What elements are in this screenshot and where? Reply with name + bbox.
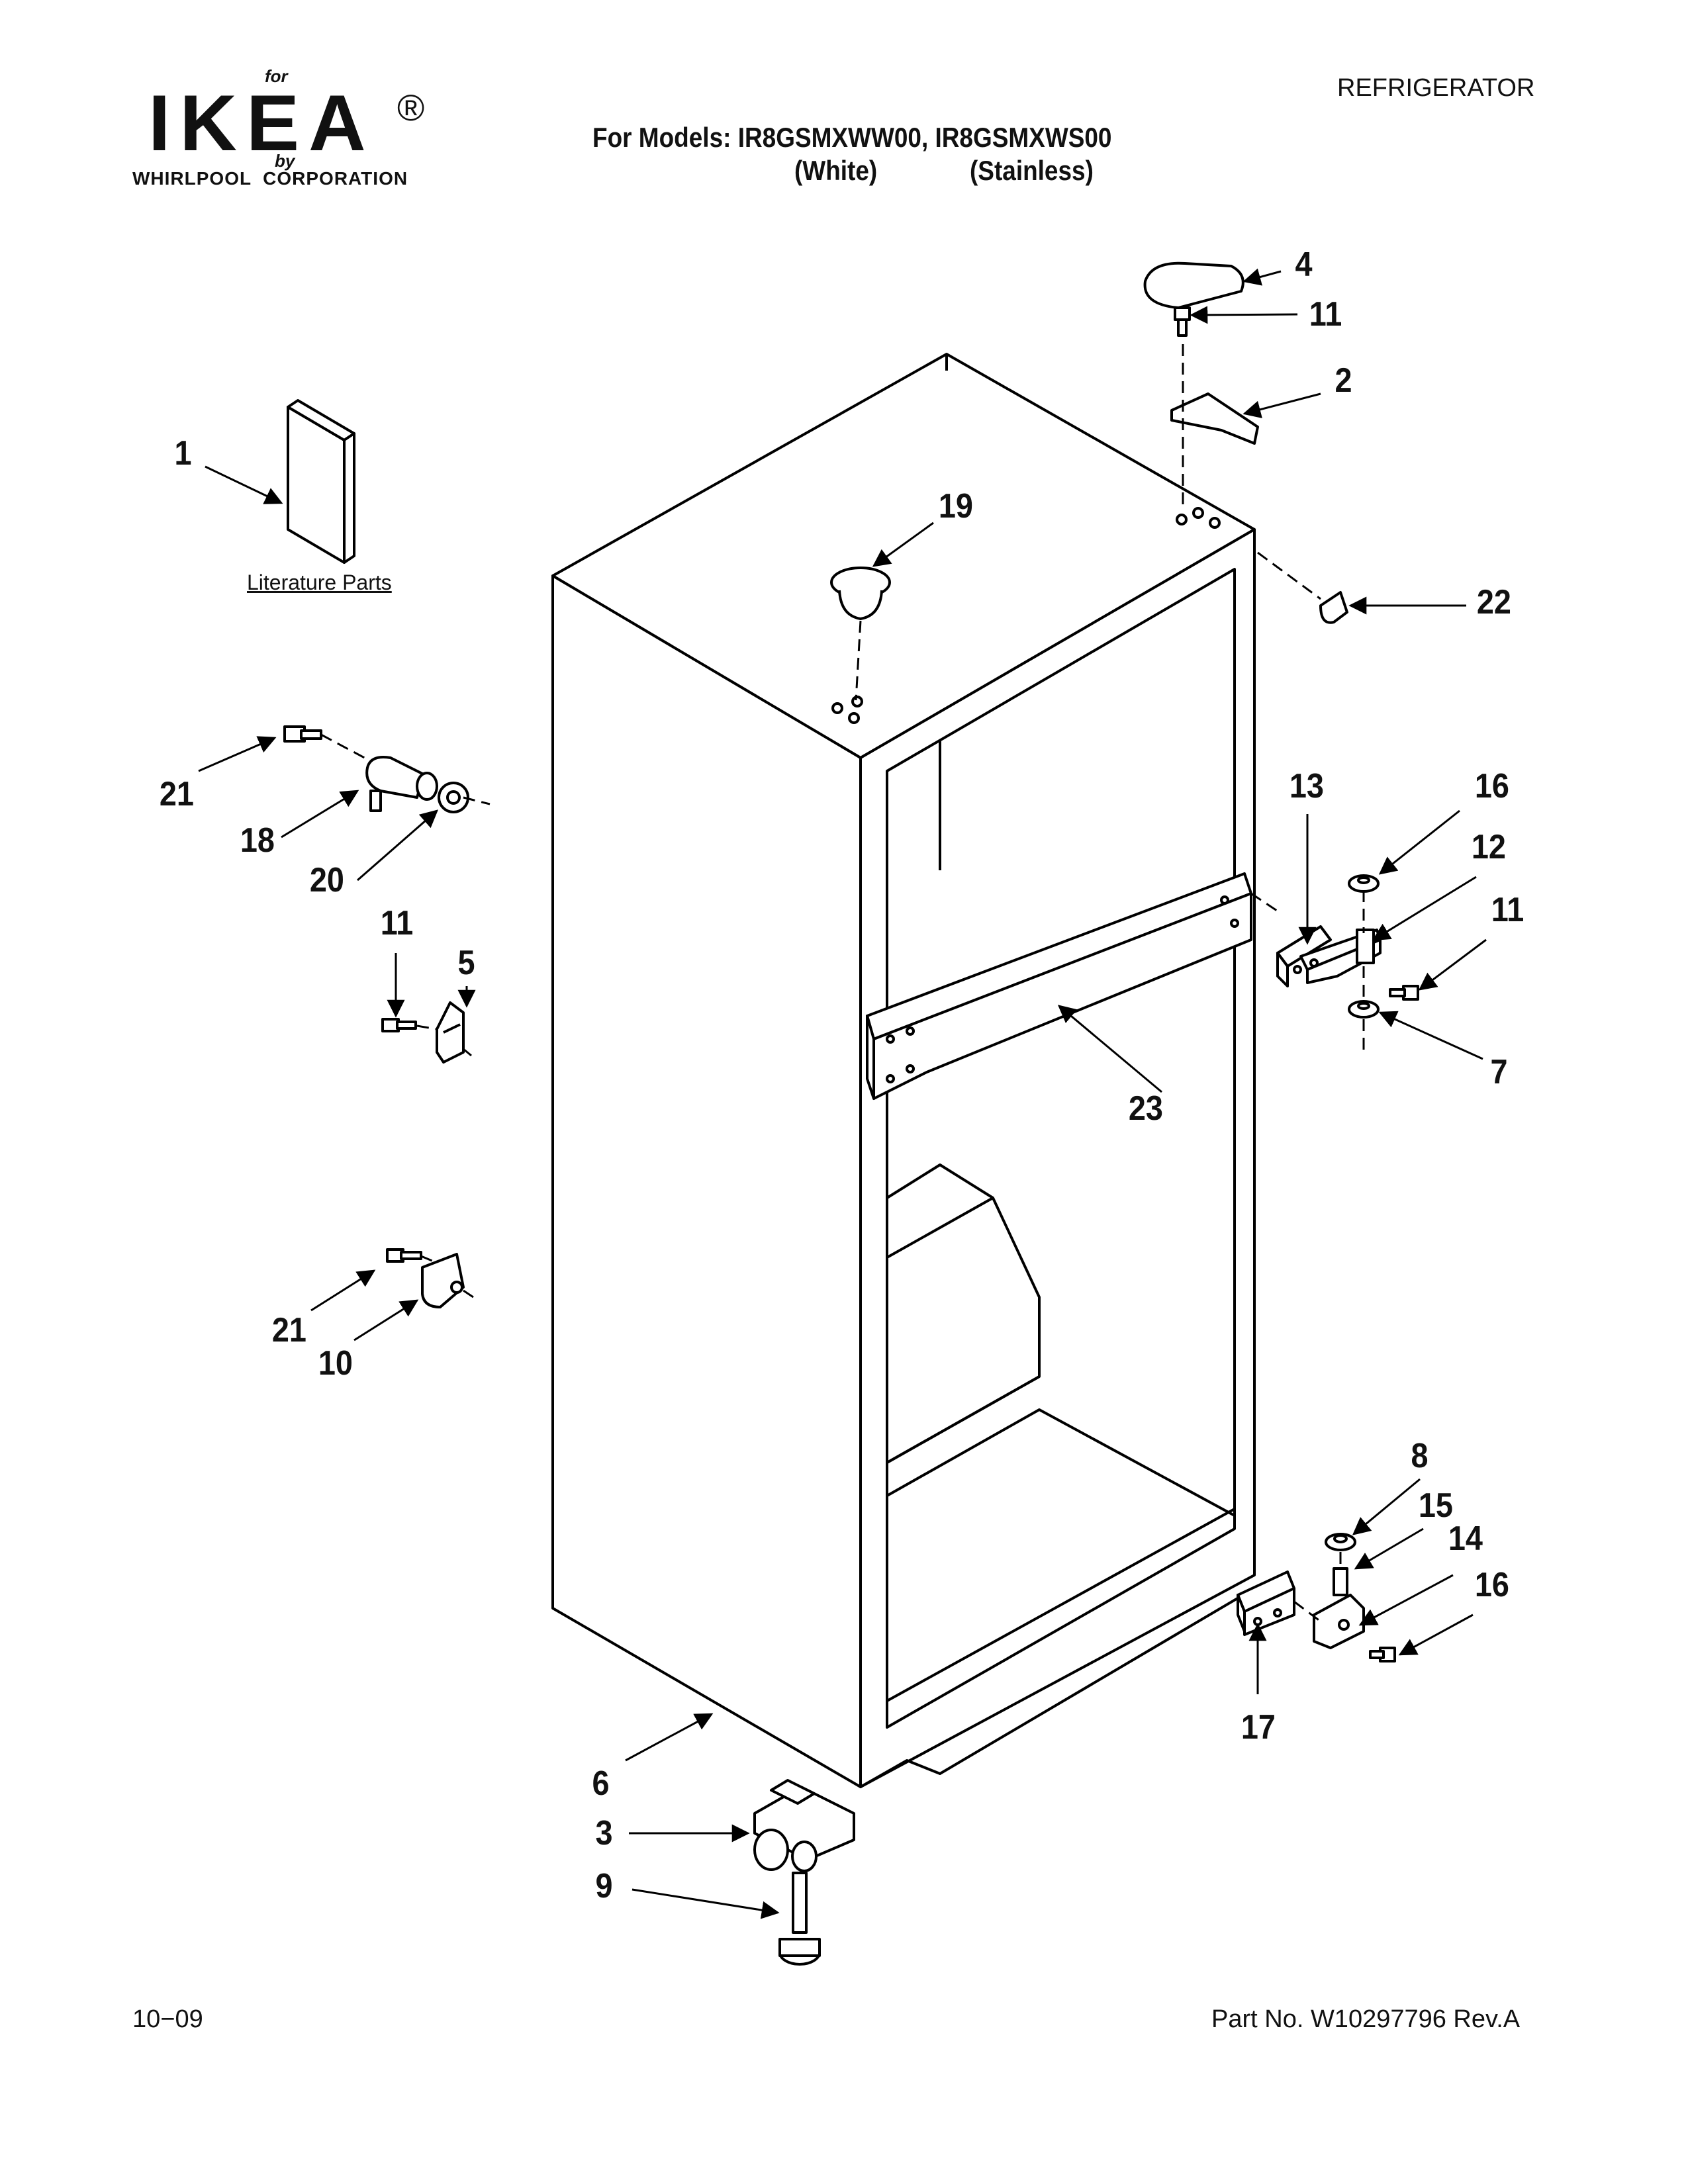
variant-white: (White): [794, 155, 878, 186]
tubing-clamp-assembly: [386, 1248, 465, 1308]
callout-15: 15: [1418, 1486, 1453, 1525]
callout-10: 10: [318, 1344, 353, 1383]
leader-arrows: [198, 268, 1487, 1919]
callout-9: 9: [595, 1867, 613, 1905]
center-hinge-assembly: [1276, 874, 1419, 1019]
callout-13: 13: [1289, 767, 1324, 805]
callout-23: 23: [1128, 1089, 1163, 1128]
logo-registered-mark: ®: [397, 87, 425, 128]
callout-6: 6: [592, 1764, 610, 1803]
category-label: REFRIGERATOR: [1337, 74, 1535, 102]
callout-18: 18: [240, 821, 275, 860]
callout-7: 7: [1490, 1053, 1508, 1091]
logo-by-text: by: [275, 151, 295, 171]
callout-11-left: 11: [380, 904, 414, 942]
callout-2: 2: [1335, 361, 1352, 400]
logo-corporation: WHIRLPOOL CORPORATION: [132, 168, 408, 189]
hinge-cap: [1143, 261, 1244, 309]
callout-5: 5: [457, 944, 475, 982]
wire-clip-assembly: [381, 1001, 465, 1064]
callout-21-top: 21: [159, 775, 194, 813]
callout-14: 14: [1448, 1520, 1483, 1558]
logo-word: IKEA: [148, 79, 375, 167]
callout-8: 8: [1411, 1437, 1429, 1475]
callout-1: 1: [174, 434, 192, 473]
top-hinge-screw: [1174, 306, 1191, 337]
cabinet: [551, 353, 1256, 1788]
callout-16-bottom: 16: [1474, 1566, 1509, 1604]
callout-12: 12: [1471, 828, 1506, 866]
callout-20: 20: [309, 861, 344, 899]
top-hinge: [1170, 392, 1259, 445]
logo: for IKEA ® by WHIRLPOOL CORPORATION: [132, 66, 437, 192]
door-stop-assembly: [283, 725, 469, 813]
roller-assembly: [753, 1779, 855, 1872]
callout-19: 19: [938, 487, 973, 525]
callout-17: 17: [1241, 1708, 1276, 1747]
callout-21-bottom: 21: [271, 1311, 306, 1349]
plug-button: [830, 567, 891, 620]
variant-stainless: (Stainless): [970, 155, 1094, 186]
callout-11-right: 11: [1491, 891, 1524, 929]
footer-part-number: Part No. W10297796 Rev.A: [1211, 2005, 1521, 2033]
literature-parts-label: Literature Parts: [247, 570, 392, 594]
logo-for-text: for: [265, 66, 288, 86]
leveling-leg: [778, 1872, 821, 1966]
footer-date: 10−09: [132, 2005, 203, 2033]
hinge-stop: [1319, 591, 1348, 624]
callout-11-top: 11: [1309, 295, 1342, 334]
cabinet-left-side: [551, 574, 862, 1788]
divider-rail: [866, 872, 1252, 1100]
bottom-hinge-assembly: [1237, 1533, 1396, 1662]
literature-booklet: [287, 399, 355, 564]
models-line: For Models: IR8GSMXWW00, IR8GSMXWS00: [592, 122, 1112, 153]
callout-22: 22: [1476, 583, 1511, 621]
callout-4: 4: [1295, 246, 1313, 284]
callout-16-right: 16: [1474, 767, 1509, 805]
callout-3: 3: [595, 1814, 613, 1852]
